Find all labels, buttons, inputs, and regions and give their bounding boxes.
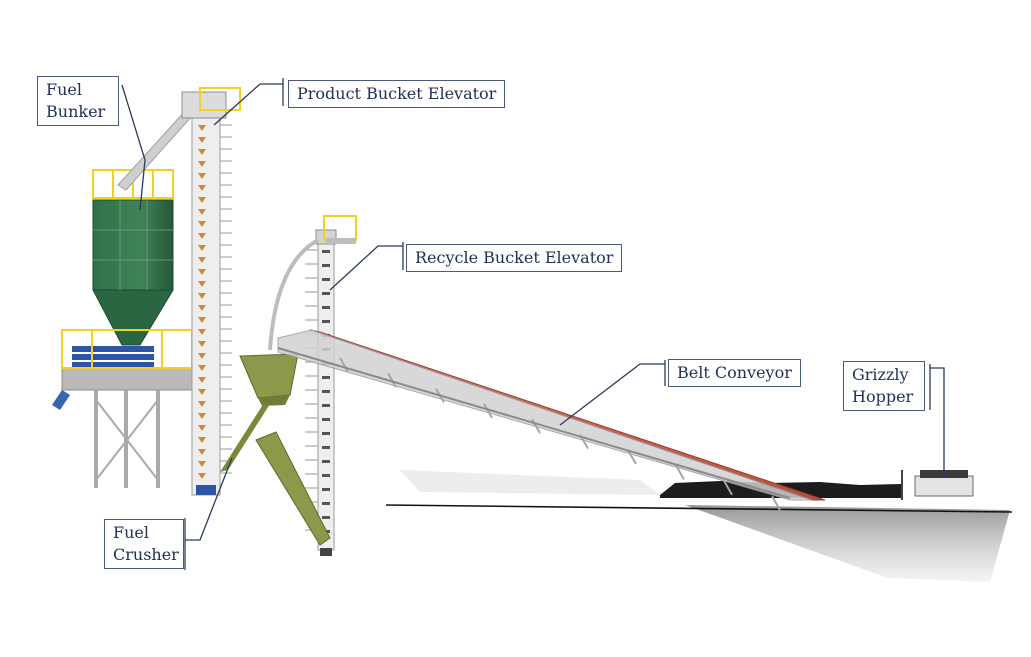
bucket <box>198 269 206 275</box>
bucket <box>198 137 206 143</box>
label-fuel-crusher-line2: Crusher <box>113 545 179 564</box>
bucket <box>198 329 206 335</box>
label-recycle-bucket-elevator-text: Recycle Bucket Elevator <box>415 248 614 267</box>
conveyor-strut <box>771 495 781 511</box>
bucket <box>198 161 206 167</box>
bucket <box>198 197 206 203</box>
bucket <box>198 149 206 155</box>
label-belt-conveyor: Belt Conveyor <box>668 359 801 387</box>
bucket <box>198 221 206 227</box>
label-belt-conveyor-text: Belt Conveyor <box>677 363 792 382</box>
bucket <box>322 474 330 477</box>
label-fuel-bunker: Fuel Bunker <box>37 76 119 126</box>
bucket <box>198 341 206 347</box>
bucket <box>322 390 330 393</box>
conveyor-strut <box>531 418 541 434</box>
bucket <box>198 425 206 431</box>
bucket <box>322 488 330 491</box>
fuel-bunker <box>52 109 193 488</box>
bucket <box>198 233 206 239</box>
conveyor-strut <box>387 372 397 388</box>
bucket <box>198 353 206 359</box>
bucket <box>198 293 206 299</box>
bucket <box>322 418 330 421</box>
bucket <box>198 401 206 407</box>
callout-line-belt-conveyor <box>559 363 665 426</box>
label-fuel-bunker-line2: Bunker <box>46 102 106 121</box>
bucket <box>322 264 330 267</box>
conveyor-strut <box>723 480 733 496</box>
bucket <box>198 437 206 443</box>
bucket <box>322 278 330 281</box>
product-bucket-elevator <box>181 87 241 496</box>
label-fuel-bunker-line1: Fuel <box>46 80 82 99</box>
bucket <box>198 449 206 455</box>
bucket <box>198 389 206 395</box>
bucket <box>322 306 330 309</box>
callout-line-fuel-bunker <box>121 84 146 211</box>
label-grizzly-hopper-line1: Grizzly <box>852 365 909 384</box>
callout-line-fuel-crusher <box>185 457 233 541</box>
callout-lines <box>121 78 945 570</box>
bucket <box>198 281 206 287</box>
bucket <box>322 320 330 323</box>
bucket <box>198 257 206 263</box>
bucket <box>322 432 330 435</box>
label-product-bucket-elevator-text: Product Bucket Elevator <box>297 84 497 103</box>
label-fuel-crusher: Fuel Crusher <box>104 519 184 569</box>
bucket <box>198 305 206 311</box>
bucket <box>322 404 330 407</box>
conveyor-strut <box>675 464 685 480</box>
bucket <box>198 377 206 383</box>
bucket <box>198 461 206 467</box>
bucket <box>322 516 330 519</box>
label-fuel-crusher-line1: Fuel <box>113 523 149 542</box>
grizzly-hopper <box>901 470 974 500</box>
bucket <box>322 250 330 253</box>
callout-line-grizzly-hopper <box>930 367 945 478</box>
bucket <box>198 125 206 131</box>
belt-conveyor <box>277 329 826 511</box>
callout-line-recycle-elevator <box>329 245 403 291</box>
ground-plane <box>385 470 1013 582</box>
bucket <box>198 413 206 419</box>
bucket <box>198 173 206 179</box>
callout-line-product-elevator <box>213 83 283 126</box>
bucket <box>198 365 206 371</box>
bucket <box>322 376 330 379</box>
label-product-bucket-elevator: Product Bucket Elevator <box>288 80 506 108</box>
bucket <box>198 245 206 251</box>
bucket <box>322 460 330 463</box>
bucket <box>198 473 206 479</box>
bucket <box>322 292 330 295</box>
bucket <box>198 317 206 323</box>
conveyor-strut <box>627 449 637 465</box>
fuel-crusher <box>220 353 331 546</box>
label-grizzly-hopper: Grizzly Hopper <box>843 361 925 411</box>
bucket <box>322 446 330 449</box>
conveyor-strut <box>339 357 349 373</box>
bucket <box>198 209 206 215</box>
label-grizzly-hopper-line2: Hopper <box>852 387 914 406</box>
label-recycle-bucket-elevator: Recycle Bucket Elevator <box>406 244 623 272</box>
bucket <box>198 185 206 191</box>
bucket <box>322 502 330 505</box>
conveyor-strut <box>483 403 493 419</box>
